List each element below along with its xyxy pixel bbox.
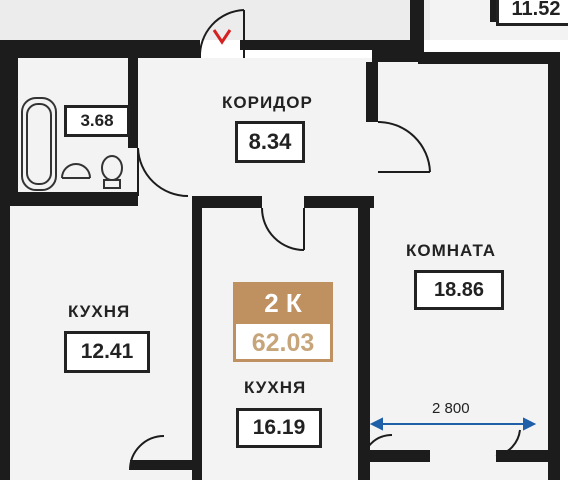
kitchen2-door-arc [261,207,305,251]
room-door-arc [377,121,431,173]
neighbor-wall [410,0,424,62]
corridor-area-box: 8.34 [235,121,305,163]
bathtub-inner [26,103,52,185]
entrance-marker-icon [212,29,232,45]
bath-left-wall [10,58,18,198]
center-left-wall [192,200,202,480]
left-wall [0,40,10,480]
corridor-label: КОРИДОР [222,93,313,112]
bath-area-box: 3.68 [64,105,130,137]
bath-bottom-wall [10,192,138,206]
top-wall-room [418,52,558,64]
kitchen-door-arc [137,147,189,198]
room-area-box: 18.86 [414,270,504,310]
kitchen-center-label: КУХНЯ [244,378,307,397]
sink-icon [61,163,91,179]
top-wall-mid [240,40,380,50]
toilet-tank [103,179,121,189]
corridor-bottom-wall-2 [304,196,374,208]
room-left-wall [358,205,370,480]
room-left-wall-top [366,62,378,122]
balcony-door-arc-left [129,435,165,471]
kitchen-left-bottom-wall [130,460,200,470]
right-wall [548,52,560,480]
bathtub-icon [21,97,57,191]
room-count-label: 2 К [233,282,333,324]
kitchen-left-area-box: 12.41 [64,331,150,373]
balcony-door-arc-center [361,434,393,466]
kitchen-left-label: КУХНЯ [68,302,131,321]
room-bottom-wall-right [496,450,550,462]
kitchen-center-area-box: 16.19 [236,408,322,448]
total-area-label: 62.03 [233,324,333,362]
room-label: КОМНАТА [406,241,497,260]
dimension-line [369,417,537,431]
door-swings [129,9,521,471]
neighbor-area-box: 11.52 [496,0,568,26]
room-bottom-wall-left [370,450,430,462]
corridor-bottom-wall [192,196,262,208]
top-wall-right-block [372,40,418,62]
balcony-door-arc-right [495,429,521,457]
entrance-door-arc [198,9,245,59]
top-wall-left [0,40,200,58]
bathroom-fixtures [21,97,123,191]
dimension-label: 2 800 [432,400,470,417]
bath-right-wall [128,58,138,148]
apartment-badge: 2 К 62.03 [233,282,333,364]
